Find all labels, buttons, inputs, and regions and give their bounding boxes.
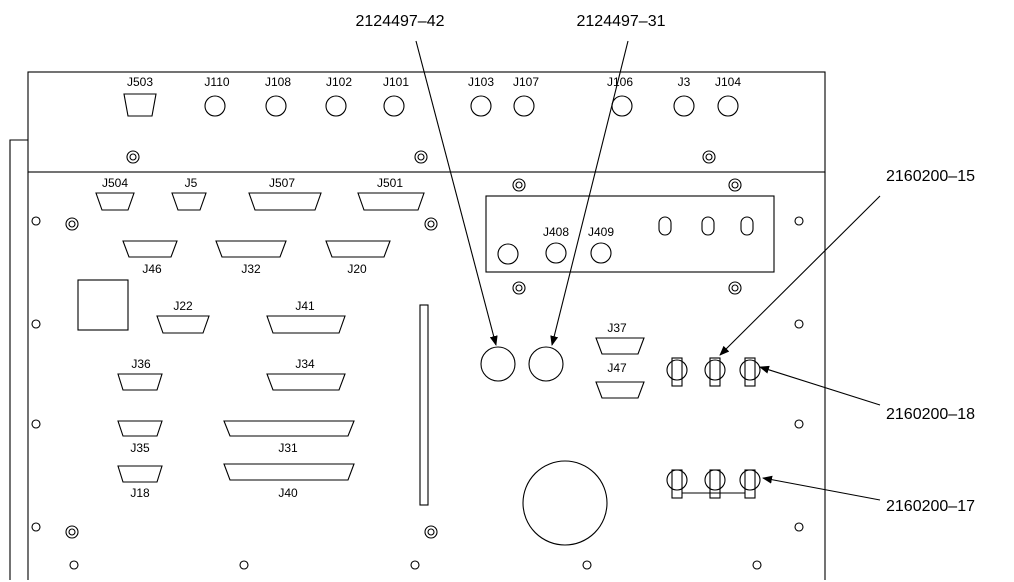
d-sub-connectors [95, 192, 645, 483]
toggle-switches-row1 [666, 357, 761, 387]
label-j22: J22 [173, 299, 193, 313]
connector-j408-shell [545, 242, 567, 264]
connector-j103-shell [470, 95, 492, 117]
round-connector-right [528, 346, 564, 382]
connector-j40-shell [223, 463, 355, 481]
callout-2124497-31: 2124497–31 [577, 13, 666, 30]
label-j504: J504 [102, 176, 128, 190]
connector-j108-shell [265, 95, 287, 117]
connector-j409-shell [590, 242, 612, 264]
connector-j5-shell [171, 192, 207, 211]
connector-j34-shell [266, 373, 346, 391]
leader-2160200-18 [759, 365, 881, 406]
connector-j46-shell [122, 240, 178, 258]
label-j507: J507 [269, 176, 295, 190]
label-j18: J18 [130, 486, 150, 500]
label-j103: J103 [468, 75, 494, 89]
connector-j32-shell [215, 240, 287, 258]
label-j5: J5 [185, 176, 198, 190]
connector-j31-shell [223, 420, 355, 437]
label-j20: J20 [347, 262, 367, 276]
connector-j507-shell [248, 192, 322, 211]
label-j110: J110 [204, 75, 229, 89]
connector-j35-shell [117, 420, 163, 437]
label-j36: J36 [131, 357, 151, 371]
mounting-screws [65, 150, 742, 539]
large-round-cutout [522, 460, 608, 546]
label-j35: J35 [130, 441, 150, 455]
label-j3: J3 [678, 75, 691, 89]
leader-2160200-17 [762, 475, 881, 501]
connector-j504-shell [95, 192, 135, 211]
square-cutout [77, 279, 129, 331]
label-j107: J107 [513, 75, 539, 89]
panel-features [77, 279, 608, 546]
connector-j41-shell [266, 315, 346, 334]
sub-panel [485, 195, 775, 273]
leader-2124497-31 [550, 40, 629, 346]
label-j104: J104 [715, 75, 741, 89]
connector-j101-shell [383, 95, 405, 117]
label-j102: J102 [326, 75, 352, 89]
label-j108: J108 [265, 75, 291, 89]
label-j409: J409 [588, 225, 614, 239]
connector-j3-shell [673, 95, 695, 117]
connector-j22-shell [156, 315, 210, 334]
connector-j503-shell [123, 93, 157, 117]
leader-2124497-42 [415, 40, 498, 346]
label-j32: J32 [241, 262, 261, 276]
connector-unlabeled-sub [497, 243, 519, 265]
connector-j110-shell [204, 95, 226, 117]
leader-lines [415, 40, 881, 501]
label-j106: J106 [607, 75, 633, 89]
label-j37: J37 [607, 321, 627, 335]
round-connector-left [480, 346, 516, 382]
label-j501: J501 [377, 176, 403, 190]
label-j31: J31 [278, 441, 298, 455]
leader-2160200-15 [719, 195, 881, 356]
callout-2124497-42: 2124497–42 [356, 13, 445, 30]
connector-j18-shell [117, 465, 163, 483]
connector-j47-shell [595, 381, 645, 399]
label-j47: J47 [607, 361, 627, 375]
connector-j102-shell [325, 95, 347, 117]
label-j41: J41 [295, 299, 315, 313]
label-j408: J408 [543, 225, 569, 239]
callout-2160200-15: 2160200–15 [886, 168, 975, 185]
connector-j501-shell [357, 192, 425, 211]
connector-j36-shell [117, 373, 163, 391]
toggle-switches-row2 [666, 469, 761, 499]
label-j101: J101 [383, 75, 409, 89]
panel-holes [31, 216, 804, 570]
callout-2160200-18: 2160200–18 [886, 406, 975, 423]
callout-2160200-17: 2160200–17 [886, 498, 975, 515]
panel-outline [9, 71, 826, 580]
label-j40: J40 [278, 486, 298, 500]
connector-j20-shell [325, 240, 391, 258]
connector-j106-shell [611, 95, 633, 117]
connector-j37-shell [595, 337, 645, 355]
connector-j107-shell [513, 95, 535, 117]
label-j503: J503 [127, 75, 153, 89]
connector-j104-shell [717, 95, 739, 117]
part-callouts: 2124497–42 2124497–31 2160200–15 2160200… [356, 13, 976, 515]
connector-labels: J503 J110 J108 J102 J101 J103 J107 J106 … [102, 75, 741, 500]
label-j34: J34 [295, 357, 315, 371]
vertical-slot [419, 304, 429, 506]
label-j46: J46 [142, 262, 162, 276]
